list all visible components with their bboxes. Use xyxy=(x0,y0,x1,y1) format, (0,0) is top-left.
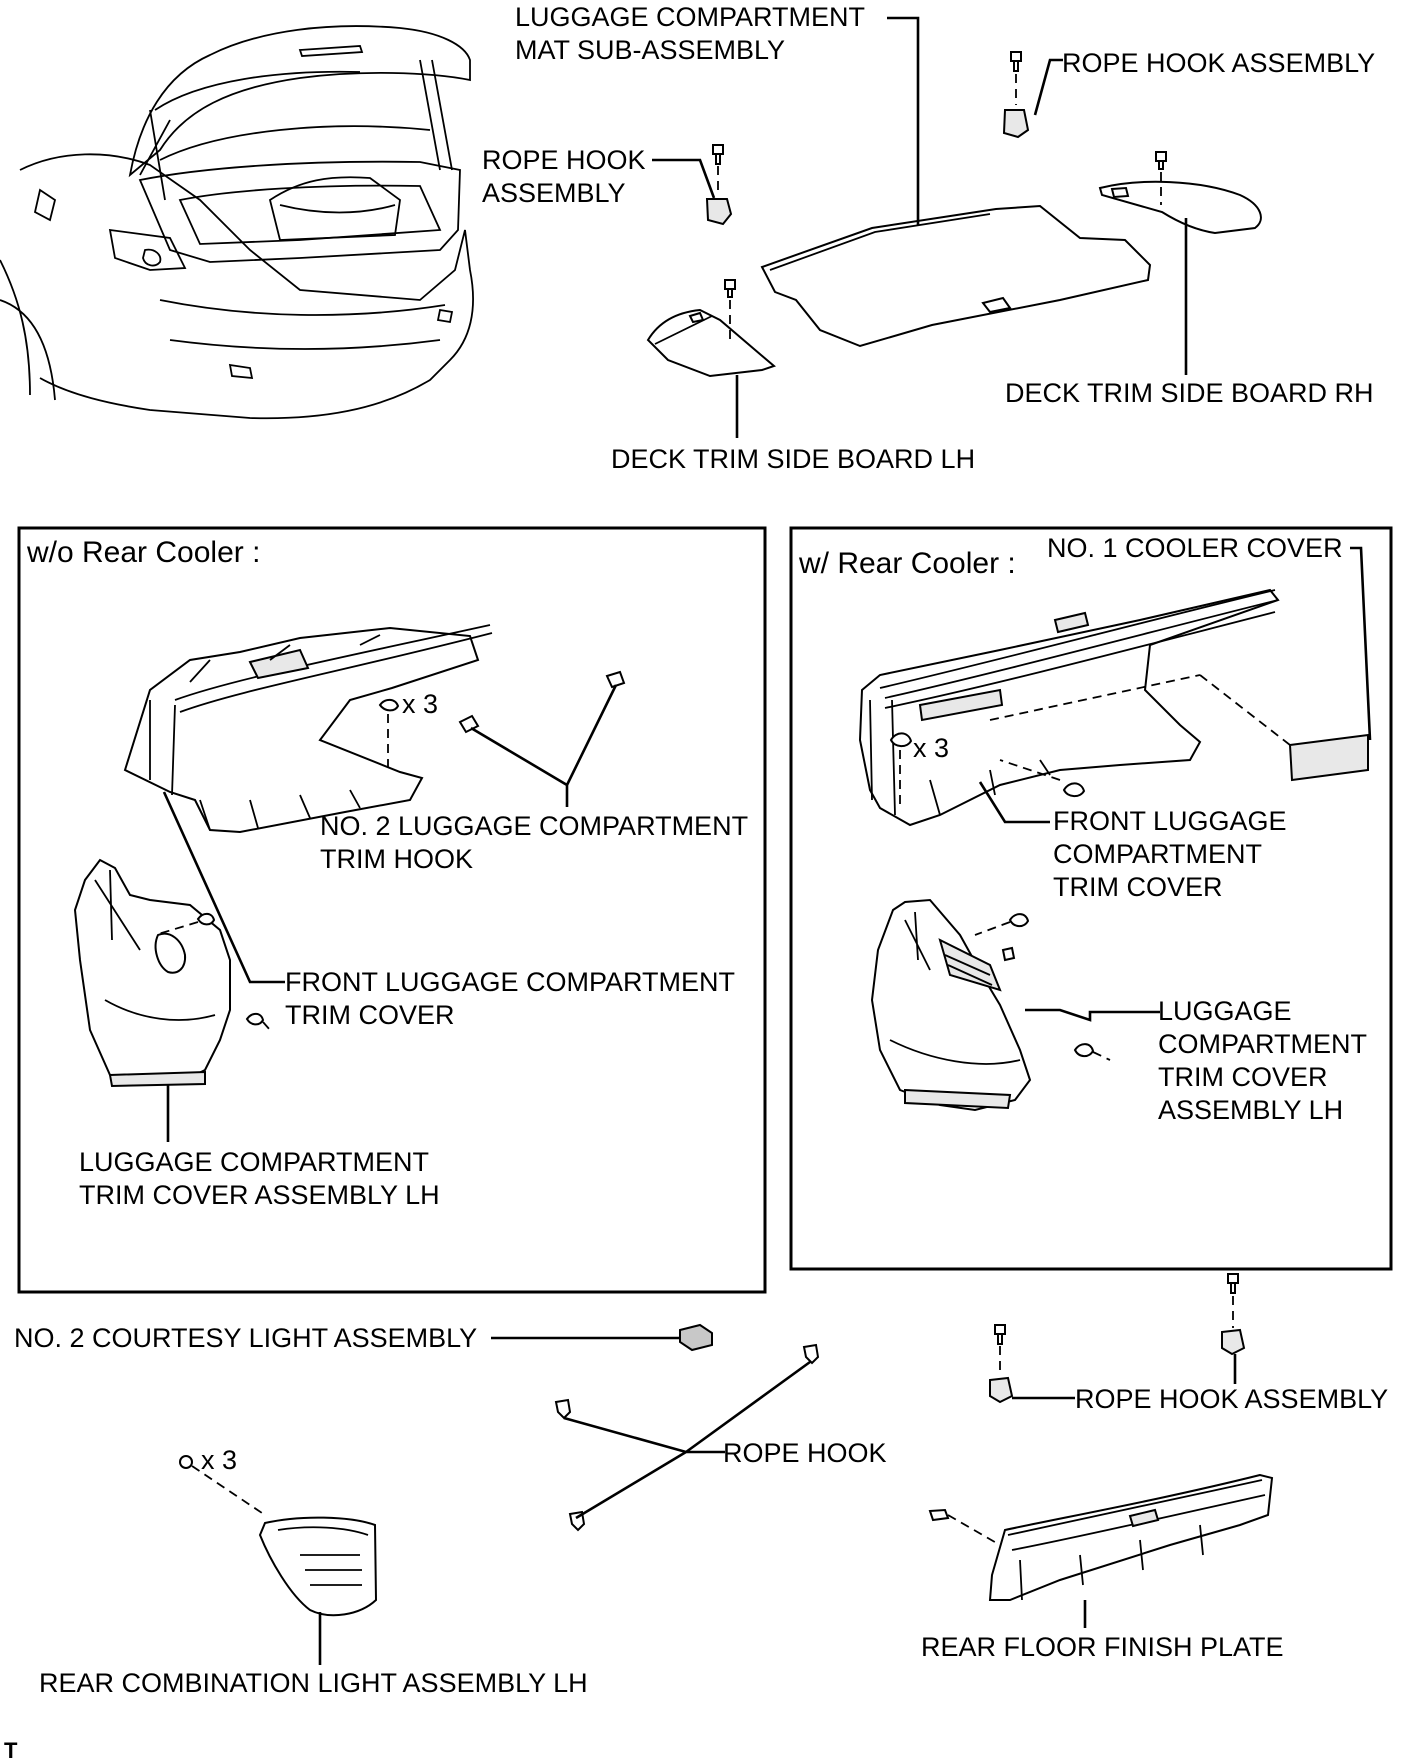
label-trim-cover-lh-right-line1: LUGGAGE xyxy=(1158,996,1292,1026)
luggage-compartment-mat xyxy=(760,204,1152,348)
deck-trim-side-board-rh xyxy=(1098,180,1262,235)
label-front-trim-cover-right-line2: COMPARTMENT xyxy=(1053,839,1262,869)
rope-hook-parts xyxy=(554,1343,820,1532)
label-rope-hook-assembly-top-left-line2: ASSEMBLY xyxy=(482,178,626,208)
footer-mark: T xyxy=(4,1738,18,1763)
label-front-trim-cover-right-line1: FRONT LUGGAGE xyxy=(1053,806,1287,836)
leader-rope-hook xyxy=(563,1360,811,1520)
leader-rope-hook-top-left xyxy=(652,158,716,199)
vehicle-rear-illustration xyxy=(0,25,474,420)
leader-front-trim-cover-left xyxy=(162,791,285,984)
leader-no1-cooler-cover xyxy=(1350,546,1372,741)
qty-nuts-rear-light: x 3 xyxy=(201,1445,237,1475)
leader-front-trim-cover-right xyxy=(978,781,1050,824)
label-trim-cover-lh-right-line3: TRIM COVER xyxy=(1158,1062,1328,1092)
rope-hook-assembly-bottom-left-part xyxy=(989,1324,1014,1404)
panel-title-with-rear-cooler: w/ Rear Cooler : xyxy=(798,547,1016,580)
label-front-trim-cover-left-line2: TRIM COVER xyxy=(285,1000,455,1030)
rear-floor-finish-plate-part xyxy=(928,1473,1274,1601)
clip-fasteners-without-cooler xyxy=(154,698,400,1031)
leader-rope-hook-assembly-bottom xyxy=(1012,1354,1237,1400)
qty-clips-without-cooler: x 3 xyxy=(402,689,438,719)
label-luggage-mat-line1: LUGGAGE COMPARTMENT xyxy=(515,2,865,32)
front-trim-cover-without-cooler xyxy=(123,624,493,834)
deck-board-screw-rh xyxy=(1155,151,1167,205)
label-rope-hook: ROPE HOOK xyxy=(723,1438,887,1468)
panel-with-rear-cooler xyxy=(789,526,1393,1271)
label-rear-combination-light: REAR COMBINATION LIGHT ASSEMBLY LH xyxy=(39,1668,588,1698)
label-no2-courtesy-light: NO. 2 COURTESY LIGHT ASSEMBLY xyxy=(14,1323,477,1353)
label-no2-trim-hook-line1: NO. 2 LUGGAGE COMPARTMENT xyxy=(320,811,748,841)
label-rope-hook-assembly-top-right: ROPE HOOK ASSEMBLY xyxy=(1062,48,1375,78)
panel-without-rear-cooler xyxy=(17,526,767,1294)
rope-hook-assembly-top-left-part xyxy=(705,144,733,226)
leader-rope-hook-top-right xyxy=(1033,58,1063,116)
label-trim-cover-lh-left-line1: LUGGAGE COMPARTMENT xyxy=(79,1147,429,1177)
label-deck-trim-side-board-lh: DECK TRIM SIDE BOARD LH xyxy=(611,444,975,474)
label-rear-floor-finish-plate: REAR FLOOR FINISH PLATE xyxy=(921,1632,1284,1662)
trim-hook-parts-without-cooler xyxy=(458,670,626,734)
no2-courtesy-light-part xyxy=(679,1323,713,1352)
leader-luggage-mat xyxy=(887,16,920,225)
front-trim-cover-with-cooler xyxy=(858,588,1280,827)
rope-hook-assembly-bottom-right-part xyxy=(1221,1273,1246,1356)
deck-board-screw-lh xyxy=(724,279,736,340)
label-trim-cover-lh-left-line2: TRIM COVER ASSEMBLY LH xyxy=(79,1180,440,1210)
qty-clips-with-cooler: x 3 xyxy=(913,733,949,763)
label-trim-cover-lh-right-line2: COMPARTMENT xyxy=(1158,1029,1367,1059)
trim-cover-assembly-lh-with-cooler xyxy=(870,898,1032,1112)
trim-cover-assembly-lh-without-cooler xyxy=(73,858,231,1088)
label-front-trim-cover-left-line1: FRONT LUGGAGE COMPARTMENT xyxy=(285,967,735,997)
label-rope-hook-assembly-top-left-line1: ROPE HOOK xyxy=(482,145,646,175)
rope-hook-assembly-top-right-part xyxy=(1002,51,1030,139)
rear-combination-light-lh-part xyxy=(179,1455,378,1617)
label-no2-trim-hook-line2: TRIM HOOK xyxy=(320,844,473,874)
deck-trim-side-board-lh xyxy=(646,308,776,378)
label-no1-cooler-cover: NO. 1 COOLER COVER xyxy=(1047,533,1343,563)
label-front-trim-cover-right-line3: TRIM COVER xyxy=(1053,872,1223,902)
no1-cooler-cover-part xyxy=(989,674,1369,782)
panel-title-without-rear-cooler: w/o Rear Cooler : xyxy=(26,536,260,569)
label-deck-trim-side-board-rh: DECK TRIM SIDE BOARD RH xyxy=(1005,378,1374,408)
label-rope-hook-assembly-bottom: ROPE HOOK ASSEMBLY xyxy=(1075,1384,1388,1414)
label-trim-cover-lh-right-line4: ASSEMBLY LH xyxy=(1158,1095,1343,1125)
leader-trim-cover-lh-right xyxy=(1025,1008,1160,1022)
clip-fasteners-with-cooler xyxy=(889,732,1111,1061)
label-luggage-mat-line2: MAT SUB-ASSEMBLY xyxy=(515,35,785,65)
leader-trim-hook xyxy=(470,684,618,807)
